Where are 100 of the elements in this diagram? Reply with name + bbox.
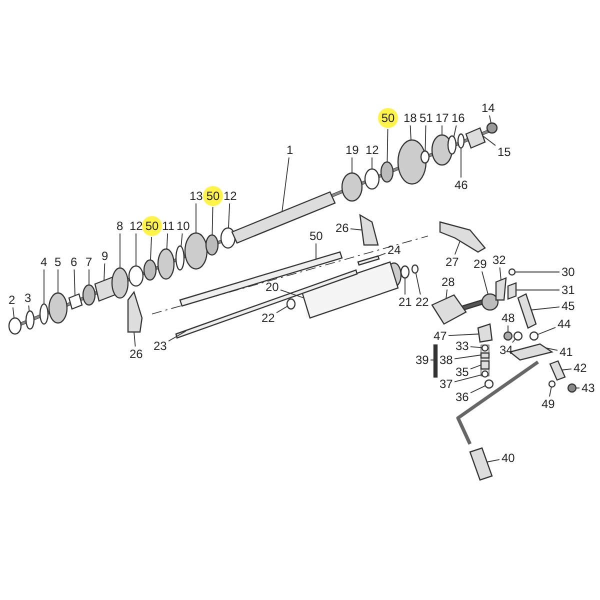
gear — [157, 248, 175, 280]
washer — [457, 133, 465, 149]
callout-number: 39 — [414, 354, 430, 366]
nut — [486, 122, 498, 134]
pin — [481, 344, 489, 352]
leader-line — [28, 305, 30, 312]
callout-number: 17 — [434, 112, 450, 124]
callout-number: 47 — [432, 330, 448, 342]
leader-line — [88, 269, 90, 286]
leader-line — [448, 334, 480, 336]
leader-line — [424, 125, 426, 152]
shift-fork — [359, 214, 379, 246]
leader-line — [454, 240, 460, 255]
leader-line — [460, 148, 462, 178]
callout-number: 12 — [128, 220, 144, 232]
leader-line — [482, 136, 496, 146]
callout-number: 1 — [286, 144, 294, 156]
nut — [567, 383, 577, 393]
washer — [548, 380, 556, 388]
leader-line — [486, 459, 500, 462]
shift-fork — [127, 290, 143, 333]
leader-line — [12, 307, 15, 319]
bearing — [82, 284, 96, 306]
leader-line — [489, 115, 492, 124]
nut — [8, 317, 22, 335]
callout-number: 22 — [414, 296, 430, 308]
leader-line — [499, 267, 502, 280]
leader-line — [74, 269, 76, 296]
leader-line — [134, 332, 136, 347]
callout-number: 2 — [8, 294, 16, 306]
callout-number: 37 — [438, 378, 454, 390]
spring — [517, 293, 537, 329]
callout-number: 31 — [560, 284, 576, 296]
callout-number: 40 — [500, 452, 516, 464]
callout-number: 23 — [152, 340, 168, 352]
leader-line — [530, 306, 560, 310]
callout-number: 26 — [334, 222, 350, 234]
callout-number: 21 — [398, 296, 413, 308]
callout-number: 4 — [40, 256, 48, 268]
callout-number: 26 — [128, 348, 144, 360]
leader-line — [482, 271, 488, 295]
spring — [480, 352, 490, 359]
callout-number: 13 — [188, 190, 204, 202]
leader-line — [512, 338, 516, 343]
bushing — [465, 127, 486, 149]
leader-line — [280, 289, 304, 298]
bushing — [128, 265, 144, 287]
shift-rod — [179, 251, 343, 307]
leader-line — [282, 157, 290, 212]
washer — [175, 245, 185, 271]
callout-number: 45 — [560, 300, 576, 312]
callout-number: 50 — [378, 108, 398, 128]
callout-number: 7 — [84, 256, 94, 268]
leader-line — [166, 233, 168, 250]
washer — [447, 135, 457, 155]
callout-number: 28 — [440, 276, 456, 288]
bushing — [549, 360, 566, 381]
washer — [529, 331, 539, 341]
leader-line — [180, 233, 183, 247]
callout-number: 32 — [492, 254, 507, 266]
leader-line — [537, 326, 556, 335]
nut — [503, 331, 513, 341]
plate — [507, 282, 517, 300]
shift-drum — [301, 261, 399, 319]
bushing — [364, 168, 380, 190]
callout-number: 50 — [142, 216, 162, 236]
bearing — [205, 234, 219, 256]
cover-plate — [431, 294, 467, 325]
bolt — [508, 268, 516, 276]
callout-number: 11 — [161, 220, 176, 232]
shift-rod — [175, 269, 358, 339]
callout-number: 50 — [203, 186, 223, 206]
washer — [420, 150, 430, 164]
leader-line — [454, 354, 482, 360]
callout-number: 14 — [480, 102, 496, 114]
circlip — [39, 303, 49, 325]
bushing — [480, 360, 490, 370]
callout-number: 10 — [176, 220, 191, 232]
leader-line — [470, 385, 486, 394]
gear — [341, 172, 363, 202]
callout-number: 34 — [498, 344, 514, 356]
callout-number: 29 — [472, 258, 488, 270]
callout-number: 5 — [54, 256, 62, 268]
circlip — [286, 298, 296, 310]
leader-line — [168, 330, 186, 342]
callout-number: 12 — [222, 190, 238, 202]
callout-number: 19 — [344, 144, 360, 156]
leader-line — [470, 364, 482, 370]
pin — [481, 370, 489, 378]
callout-number: 33 — [454, 340, 470, 352]
bushing — [220, 227, 236, 249]
circlip — [411, 264, 419, 274]
footpeg — [469, 447, 493, 481]
leader-line — [454, 374, 483, 382]
bearing — [380, 161, 394, 183]
leader-line — [350, 228, 362, 230]
washer — [25, 310, 35, 330]
leader-line — [150, 236, 152, 260]
leader-line — [104, 263, 106, 282]
callout-number: 43 — [580, 382, 596, 394]
